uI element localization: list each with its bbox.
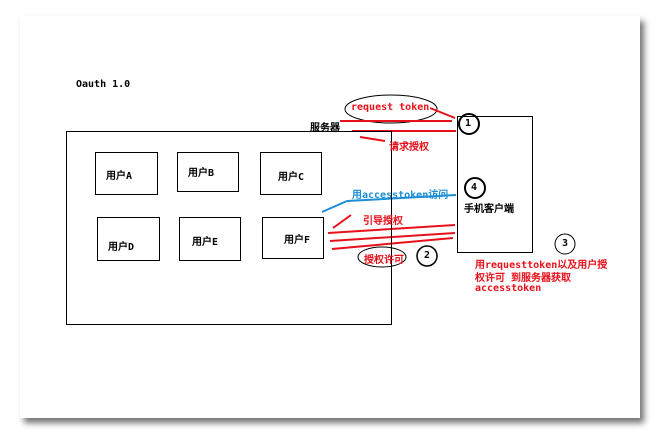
- red-stroke: [329, 232, 456, 242]
- client-box: 手机客户端: [457, 116, 533, 253]
- exchange-label-line2: 权许可 到服务器获取: [475, 273, 572, 284]
- client-label: 手机客户端: [464, 204, 514, 215]
- server-label: 服务器: [310, 123, 340, 134]
- step-number-2: 2: [424, 250, 431, 261]
- step-circle-1: [458, 113, 480, 135]
- user-label: 用户B: [188, 168, 215, 179]
- access-with-token-label: 用accesstoken访问: [352, 190, 449, 201]
- step-number-1: 1: [465, 118, 472, 129]
- diagram-title: Oauth 1.0: [76, 79, 131, 90]
- red-stroke: [332, 214, 352, 229]
- user-label: 用户A: [106, 171, 133, 182]
- user-box-e: 用户E: [179, 217, 241, 261]
- user-box-b: 用户B: [177, 152, 239, 192]
- step-circle-3: [554, 233, 576, 255]
- user-box-d: 用户D: [97, 217, 160, 261]
- server-box: [66, 131, 392, 325]
- request-auth-label: 请求授权: [389, 142, 429, 153]
- grant-permission-label: 授权许可: [364, 255, 404, 266]
- user-label: 用户E: [192, 237, 219, 248]
- exchange-label-line1: 用requesttoken以及用户授: [475, 260, 608, 271]
- request-token-cloud: [344, 94, 438, 124]
- blue-stroke: [321, 200, 348, 213]
- red-stroke: [359, 136, 386, 142]
- user-box-a: 用户A: [95, 152, 158, 195]
- step-circle-4: [464, 177, 486, 199]
- red-stroke: [331, 237, 454, 250]
- blue-stroke: [346, 194, 457, 202]
- step-number-4: 4: [471, 182, 478, 193]
- user-label: 用户F: [284, 235, 311, 246]
- red-stroke: [429, 107, 456, 119]
- request-token-label: request token: [351, 102, 430, 113]
- grant-cloud: [357, 246, 407, 268]
- user-box-f: 用户F: [262, 217, 324, 259]
- user-label: 用户C: [278, 172, 305, 183]
- step-number-3: 3: [562, 238, 569, 249]
- user-label: 用户D: [108, 242, 135, 253]
- guide-auth-label: 引导授权: [363, 216, 403, 227]
- exchange-label-line3: accesstoken: [475, 283, 542, 294]
- user-box-c: 用户C: [260, 152, 322, 195]
- step-circle-2: [416, 245, 438, 267]
